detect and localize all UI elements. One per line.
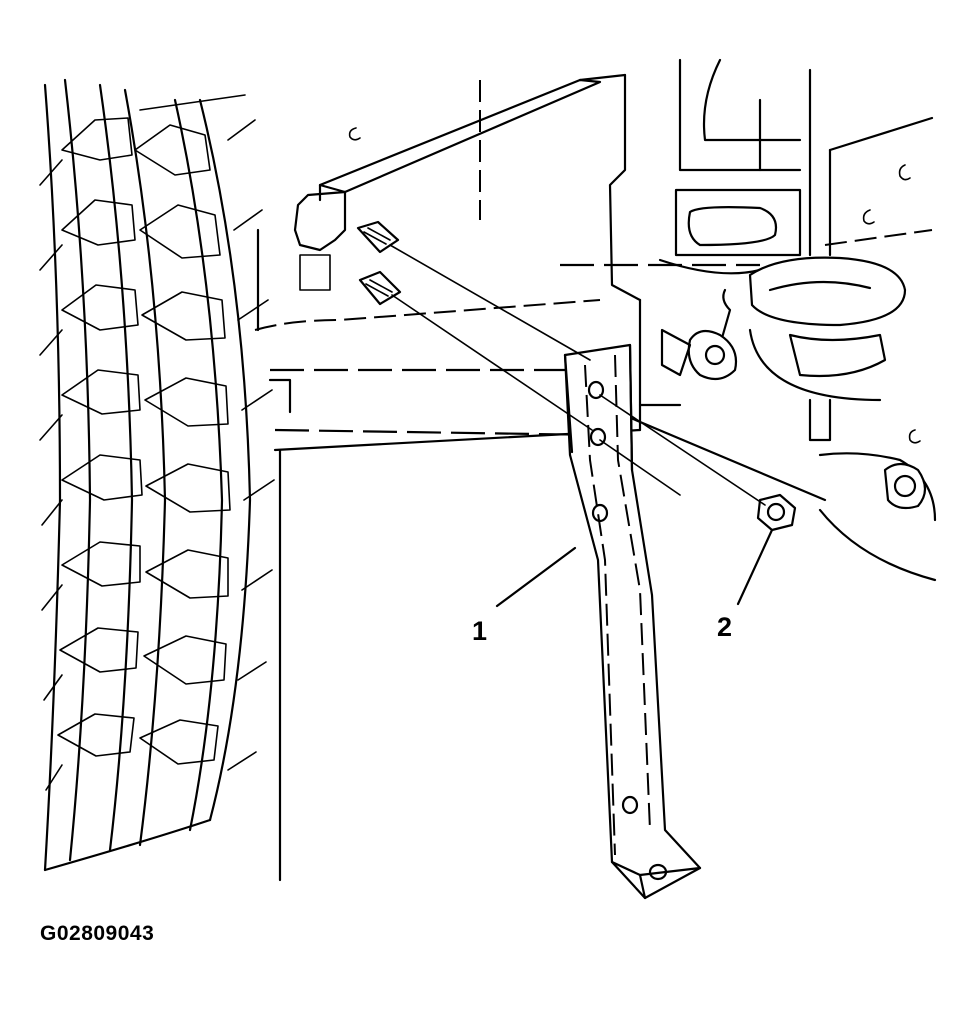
figure-id-label: G02809043 bbox=[40, 922, 155, 945]
nut bbox=[756, 493, 797, 532]
callout-2: 2 bbox=[717, 528, 774, 642]
callout-1: 1 bbox=[472, 546, 577, 646]
callout-1-label: 1 bbox=[472, 616, 487, 646]
studs bbox=[356, 220, 402, 306]
callout-2-label: 2 bbox=[717, 612, 732, 642]
frame-rail bbox=[254, 58, 934, 332]
suspension-assembly bbox=[638, 256, 937, 582]
installation-guide-lines bbox=[389, 244, 766, 506]
bracket bbox=[563, 343, 702, 900]
tire-tread bbox=[39, 78, 275, 872]
crossmember-lines bbox=[268, 368, 827, 882]
clip-markers bbox=[348, 127, 921, 444]
callout-2-leader bbox=[736, 528, 774, 606]
callout-1-leader bbox=[495, 546, 577, 608]
